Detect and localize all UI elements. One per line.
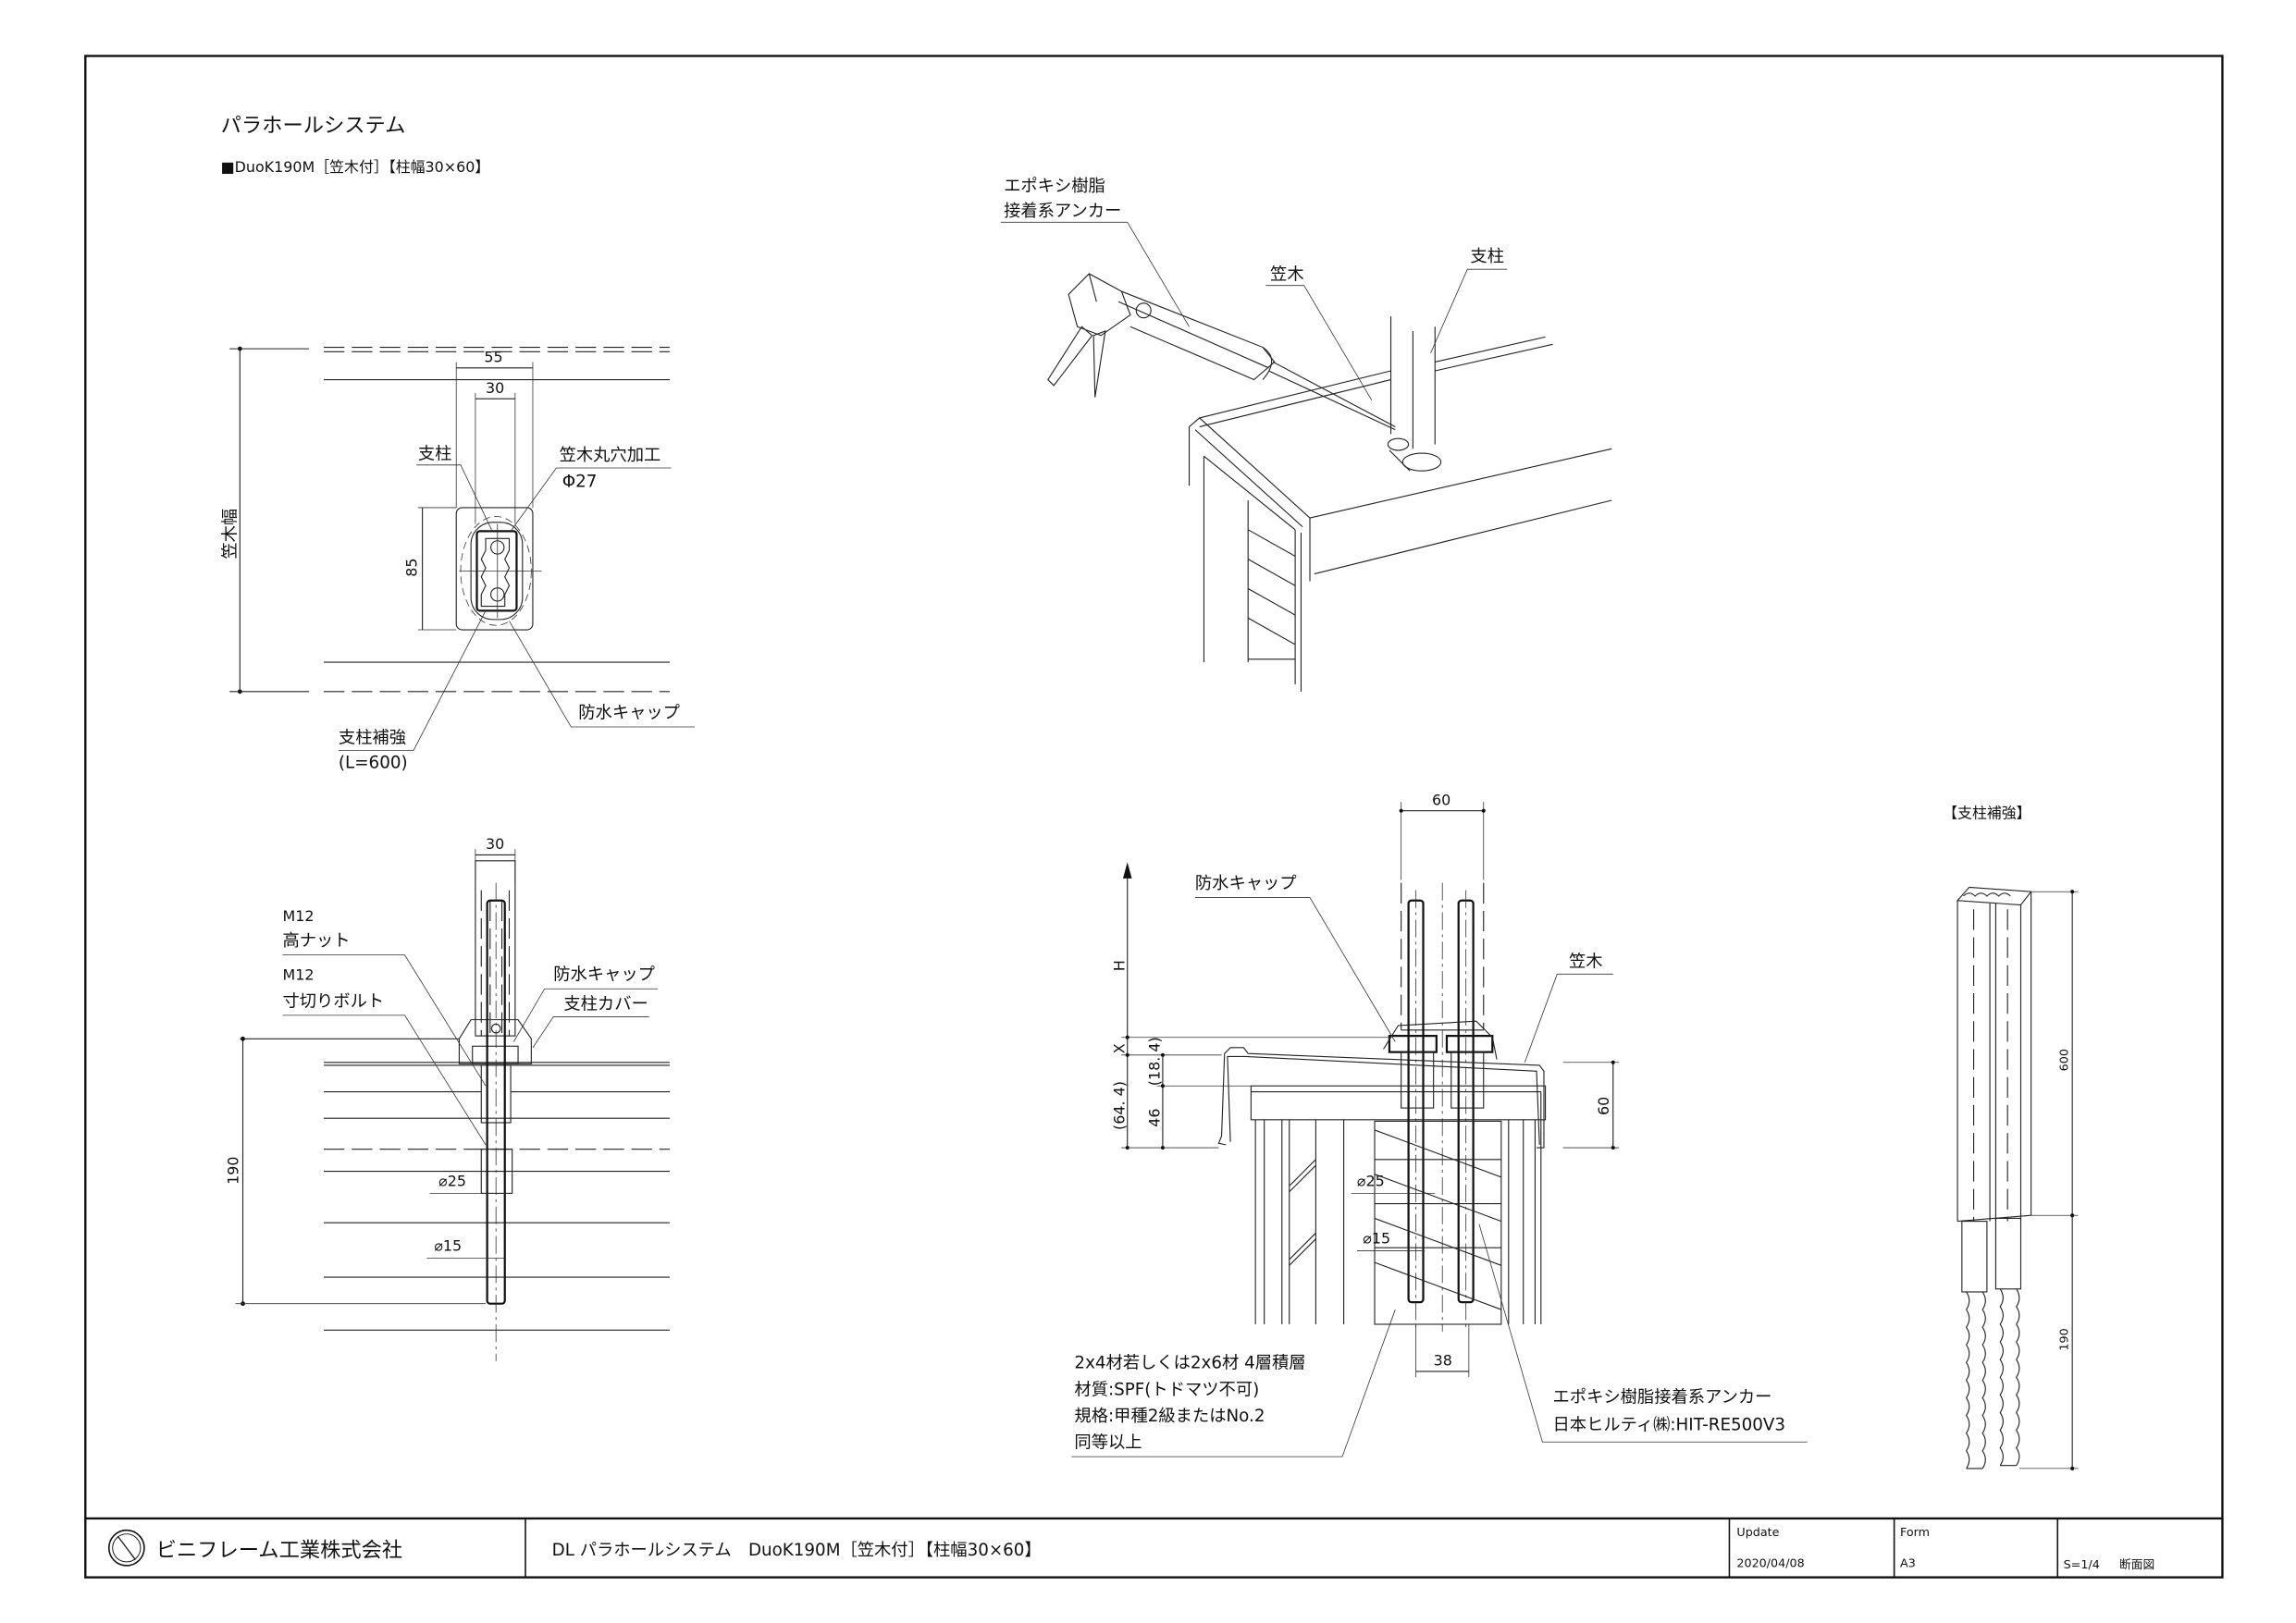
page-title: パラホールシステム xyxy=(221,114,406,138)
svg-text:エポキシ樹脂接着系アンカー: エポキシ樹脂接着系アンカー xyxy=(1553,1387,1772,1407)
dim-190-section: 190 xyxy=(225,1156,242,1184)
svg-text:同等以上: 同等以上 xyxy=(1074,1433,1142,1453)
dim-190-reinforcement: 190 xyxy=(2056,1328,2070,1350)
drawing-title: DL パラホールシステム DuoK190M［笠木付］【柱幅30×60】 xyxy=(552,1541,1042,1560)
dim-60-kasagi: 60 xyxy=(1595,1097,1612,1115)
anchor-label-line1: エポキシ樹脂 xyxy=(1004,177,1105,196)
dim-30-plan: 30 xyxy=(486,379,504,397)
dim-85: 85 xyxy=(402,558,420,576)
nut-size-label: M12 xyxy=(282,907,314,925)
post-label: 支柱 xyxy=(418,444,452,463)
hole-label: 笠木丸穴加工 xyxy=(560,446,661,465)
update-label: Update xyxy=(1736,1525,1779,1539)
anchor-label-line2: 接着系アンカー xyxy=(1004,202,1121,221)
svg-text:日本ヒルティ㈱:HIT-RE500V3: 日本ヒルティ㈱:HIT-RE500V3 xyxy=(1553,1416,1786,1435)
svg-text:材質:SPF(トドマツ不可): 材質:SPF(トドマツ不可) xyxy=(1074,1380,1259,1399)
sheet-border xyxy=(84,55,2224,1579)
reinforce-label: 支柱補強 xyxy=(339,729,406,748)
section-center: 60 xyxy=(1071,791,1808,1457)
page-subtitle: ■DuoK190M［笠木付］【柱幅30×60】 xyxy=(221,158,490,176)
cap-label-center: 防水キャップ xyxy=(1195,874,1297,893)
update-date: 2020/04/08 xyxy=(1736,1555,1804,1569)
cap-label-section: 防水キャップ xyxy=(553,965,655,985)
dim-60-post: 60 xyxy=(1432,791,1450,808)
rebar-left xyxy=(1965,1291,1986,1469)
kasagi-iso xyxy=(1188,336,1612,692)
post-reinforcement: 【支柱補強】 600 190 xyxy=(1943,805,2079,1470)
scale: S=1/4 xyxy=(2064,1557,2100,1571)
kasagi-label-iso: 笠木 xyxy=(1270,264,1304,284)
company-name: ビニフレーム工業株式会社 xyxy=(156,1538,403,1562)
title-block: ビニフレーム工業株式会社 DL パラホールシステム DuoK190M［笠木付］【… xyxy=(85,1517,2223,1578)
cover-label: 支柱カバー xyxy=(563,994,648,1014)
dia-15-center: ⌀15 xyxy=(1363,1229,1390,1247)
dim-46: 46 xyxy=(1146,1109,1164,1127)
svg-text:規格:甲種2級またはNo.2: 規格:甲種2級またはNo.2 xyxy=(1074,1407,1265,1426)
wood-studs xyxy=(1254,1119,1542,1325)
kasagi-label-center: 笠木 xyxy=(1569,952,1603,971)
dim-64-4: (64. 4) xyxy=(1111,1081,1129,1130)
dim-38: 38 xyxy=(1434,1352,1452,1370)
anchor-notes: エポキシ樹脂接着系アンカー 日本ヒルティ㈱:HIT-RE500V3 xyxy=(1553,1387,1786,1434)
caulking-gun xyxy=(1047,273,1396,431)
reinforce-length: (L=600) xyxy=(339,754,408,773)
dim-30-section: 30 xyxy=(486,835,504,853)
post-iso xyxy=(1387,316,1442,472)
kasagi-width-label: 笠木幅 xyxy=(221,509,241,559)
wood-notes: 2x4材若しくは2x6材 4層積層 材質:SPF(トドマツ不可) 規格:甲種2級… xyxy=(1074,1354,1305,1453)
cap-label-plan: 防水キャップ xyxy=(578,703,680,722)
dim-55: 55 xyxy=(484,348,502,365)
iso-view: エポキシ樹脂 接着系アンカー 笠木 支柱 xyxy=(1000,177,1612,692)
hole-diameter: Φ27 xyxy=(562,473,598,492)
waterproof-cap xyxy=(458,1019,532,1064)
rebar-right xyxy=(1999,1288,2020,1467)
dim-x: X xyxy=(1111,1043,1129,1053)
form-label: Form xyxy=(1900,1525,1930,1539)
bolt-size-label: M12 xyxy=(282,966,314,984)
svg-text:2x4材若しくは2x6材 4層積層: 2x4材若しくは2x6材 4層積層 xyxy=(1074,1354,1305,1373)
dim-600: 600 xyxy=(2056,1049,2070,1071)
reinforcement-title: 【支柱補強】 xyxy=(1943,805,2031,822)
post-profile xyxy=(459,516,542,626)
company-logo: ビニフレーム工業株式会社 xyxy=(107,1529,403,1567)
high-nut-label: 高ナット xyxy=(282,931,350,951)
view-type: 断面図 xyxy=(2119,1557,2154,1571)
kasagi-profile xyxy=(1217,1047,1545,1149)
form-value: A3 xyxy=(1900,1555,1916,1569)
section-left: 30 190 ⌀25 ⌀15 M12 xyxy=(225,835,670,1361)
dim-18-4: (18. 4) xyxy=(1146,1037,1164,1086)
dim-h: H xyxy=(1111,960,1129,971)
cut-bolt-label: 寸切りボルト xyxy=(282,991,384,1011)
plan-view: 笠木幅 55 30 85 支柱 笠木丸穴加工 xyxy=(221,346,695,773)
dia-25-left: ⌀25 xyxy=(438,1172,466,1189)
dia-15-left: ⌀15 xyxy=(434,1236,462,1254)
base-cap-outline xyxy=(455,507,534,631)
dia-25-center: ⌀25 xyxy=(1357,1172,1385,1189)
post-label-iso: 支柱 xyxy=(1470,247,1504,266)
